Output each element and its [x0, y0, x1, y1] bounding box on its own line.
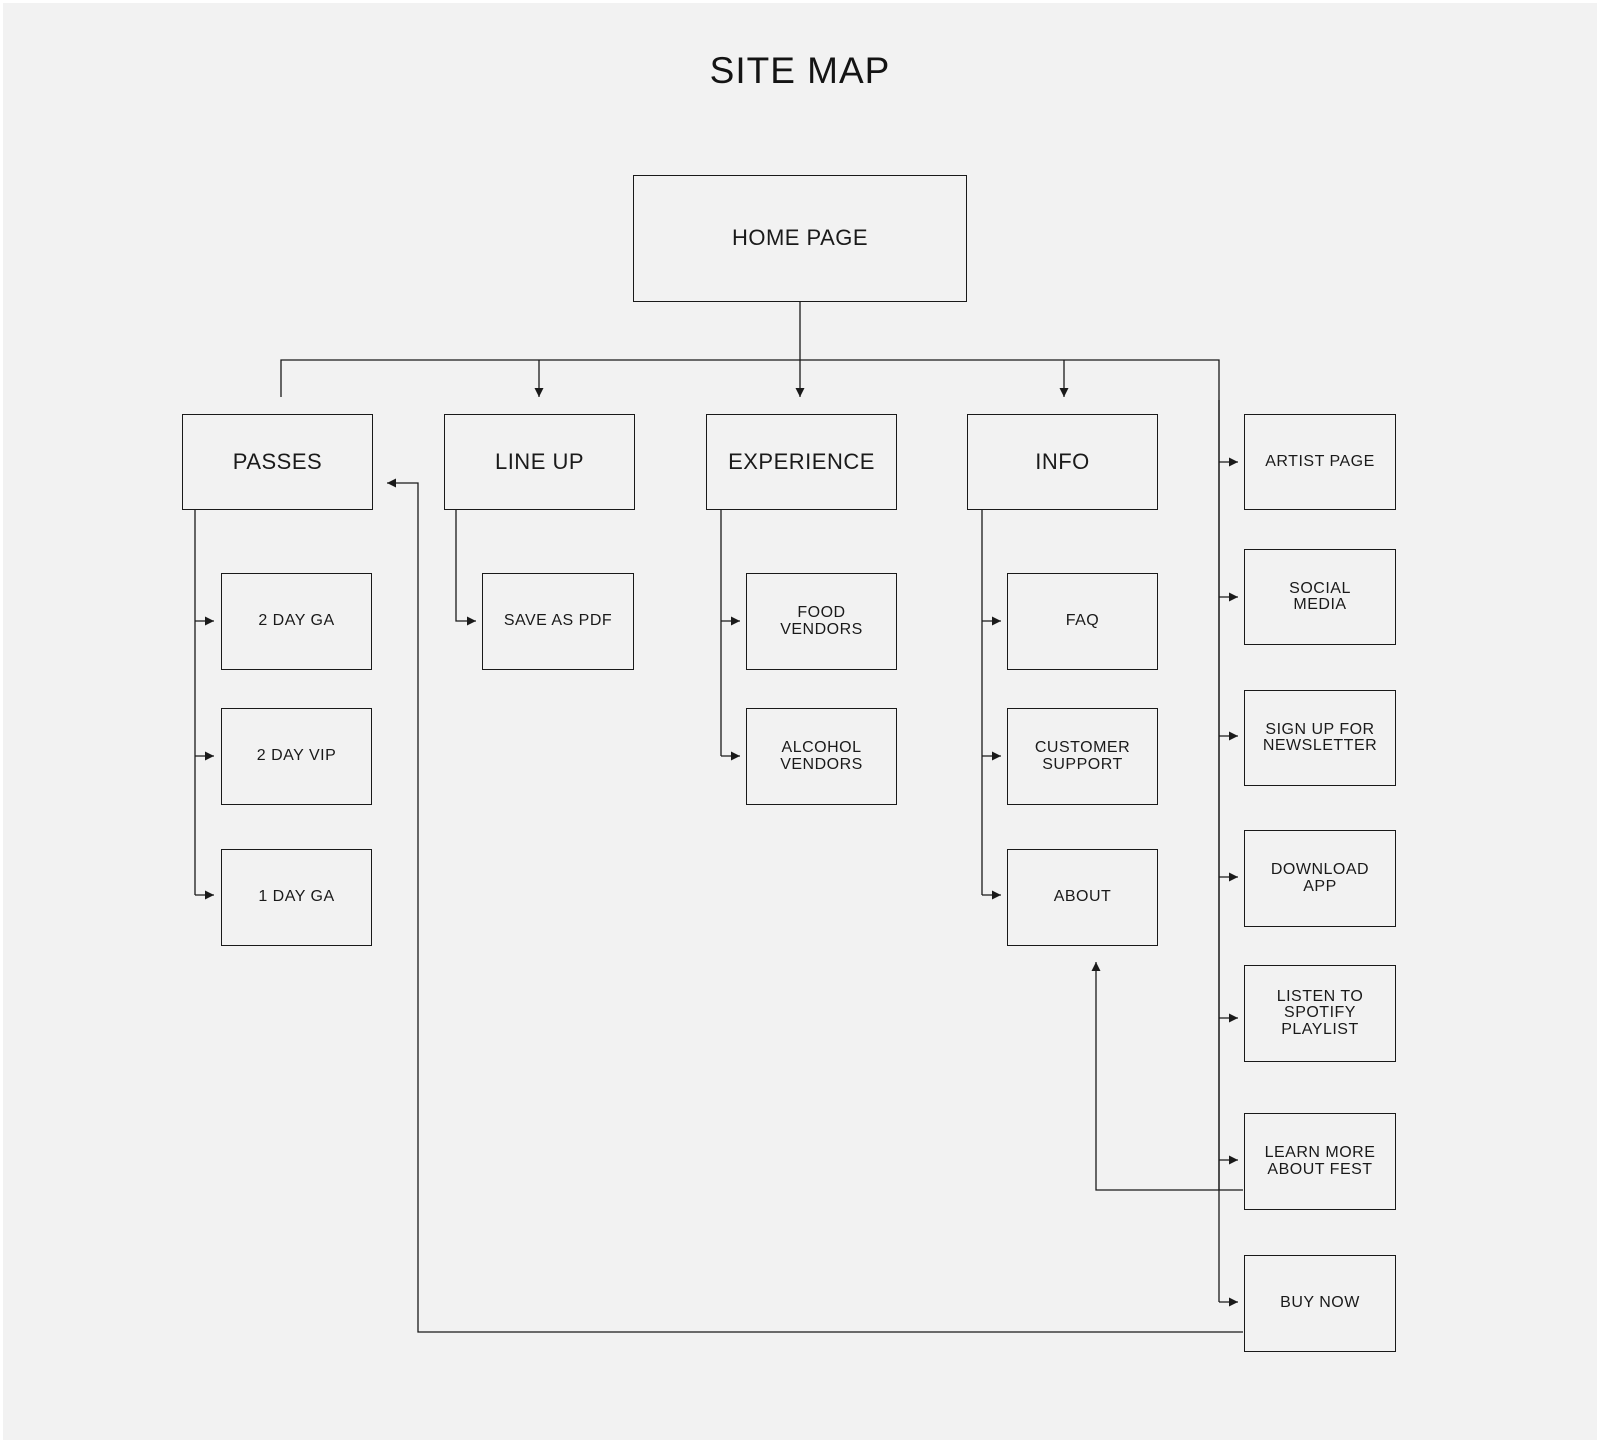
- learn-more-node[interactable]: LEARN MORE ABOUT FEST: [1244, 1113, 1396, 1210]
- newsletter-node[interactable]: SIGN UP FOR NEWSLETTER: [1244, 690, 1396, 786]
- download-app-node[interactable]: DOWNLOAD APP: [1244, 830, 1396, 927]
- save-as-pdf-node[interactable]: SAVE AS PDF: [482, 573, 634, 670]
- connector-learn-more-to-about: [1091, 962, 1243, 1191]
- about-node[interactable]: ABOUT: [1007, 849, 1158, 946]
- home-page-node[interactable]: HOME PAGE: [633, 175, 967, 302]
- 2-day-vip-node[interactable]: 2 DAY VIP: [221, 708, 372, 805]
- alcohol-vendors-node[interactable]: ALCOHOL VENDORS: [746, 708, 897, 805]
- faq-node[interactable]: FAQ: [1007, 573, 1158, 670]
- 1-day-ga-node[interactable]: 1 DAY GA: [221, 849, 372, 946]
- 2-day-ga-node[interactable]: 2 DAY GA: [221, 573, 372, 670]
- connector-to-save-as-pdf: [455, 510, 476, 626]
- line-up-node[interactable]: LINE UP: [444, 414, 635, 510]
- customer-support-node[interactable]: CUSTOMER SUPPORT: [1007, 708, 1158, 805]
- spotify-playlist-node[interactable]: LISTEN TO SPOTIFY PLAYLIST: [1244, 965, 1396, 1062]
- food-vendors-node[interactable]: FOOD VENDORS: [746, 573, 897, 670]
- artist-page-node[interactable]: ARTIST PAGE: [1244, 414, 1396, 510]
- info-node[interactable]: INFO: [967, 414, 1158, 510]
- passes-node[interactable]: PASSES: [182, 414, 373, 510]
- connector-buy-now-to-passes: [387, 478, 1243, 1333]
- experience-node[interactable]: EXPERIENCE: [706, 414, 897, 510]
- social-media-node[interactable]: SOCIAL MEDIA: [1244, 549, 1396, 645]
- buy-now-node[interactable]: BUY NOW: [1244, 1255, 1396, 1352]
- diagram-title: SITE MAP: [709, 50, 891, 91]
